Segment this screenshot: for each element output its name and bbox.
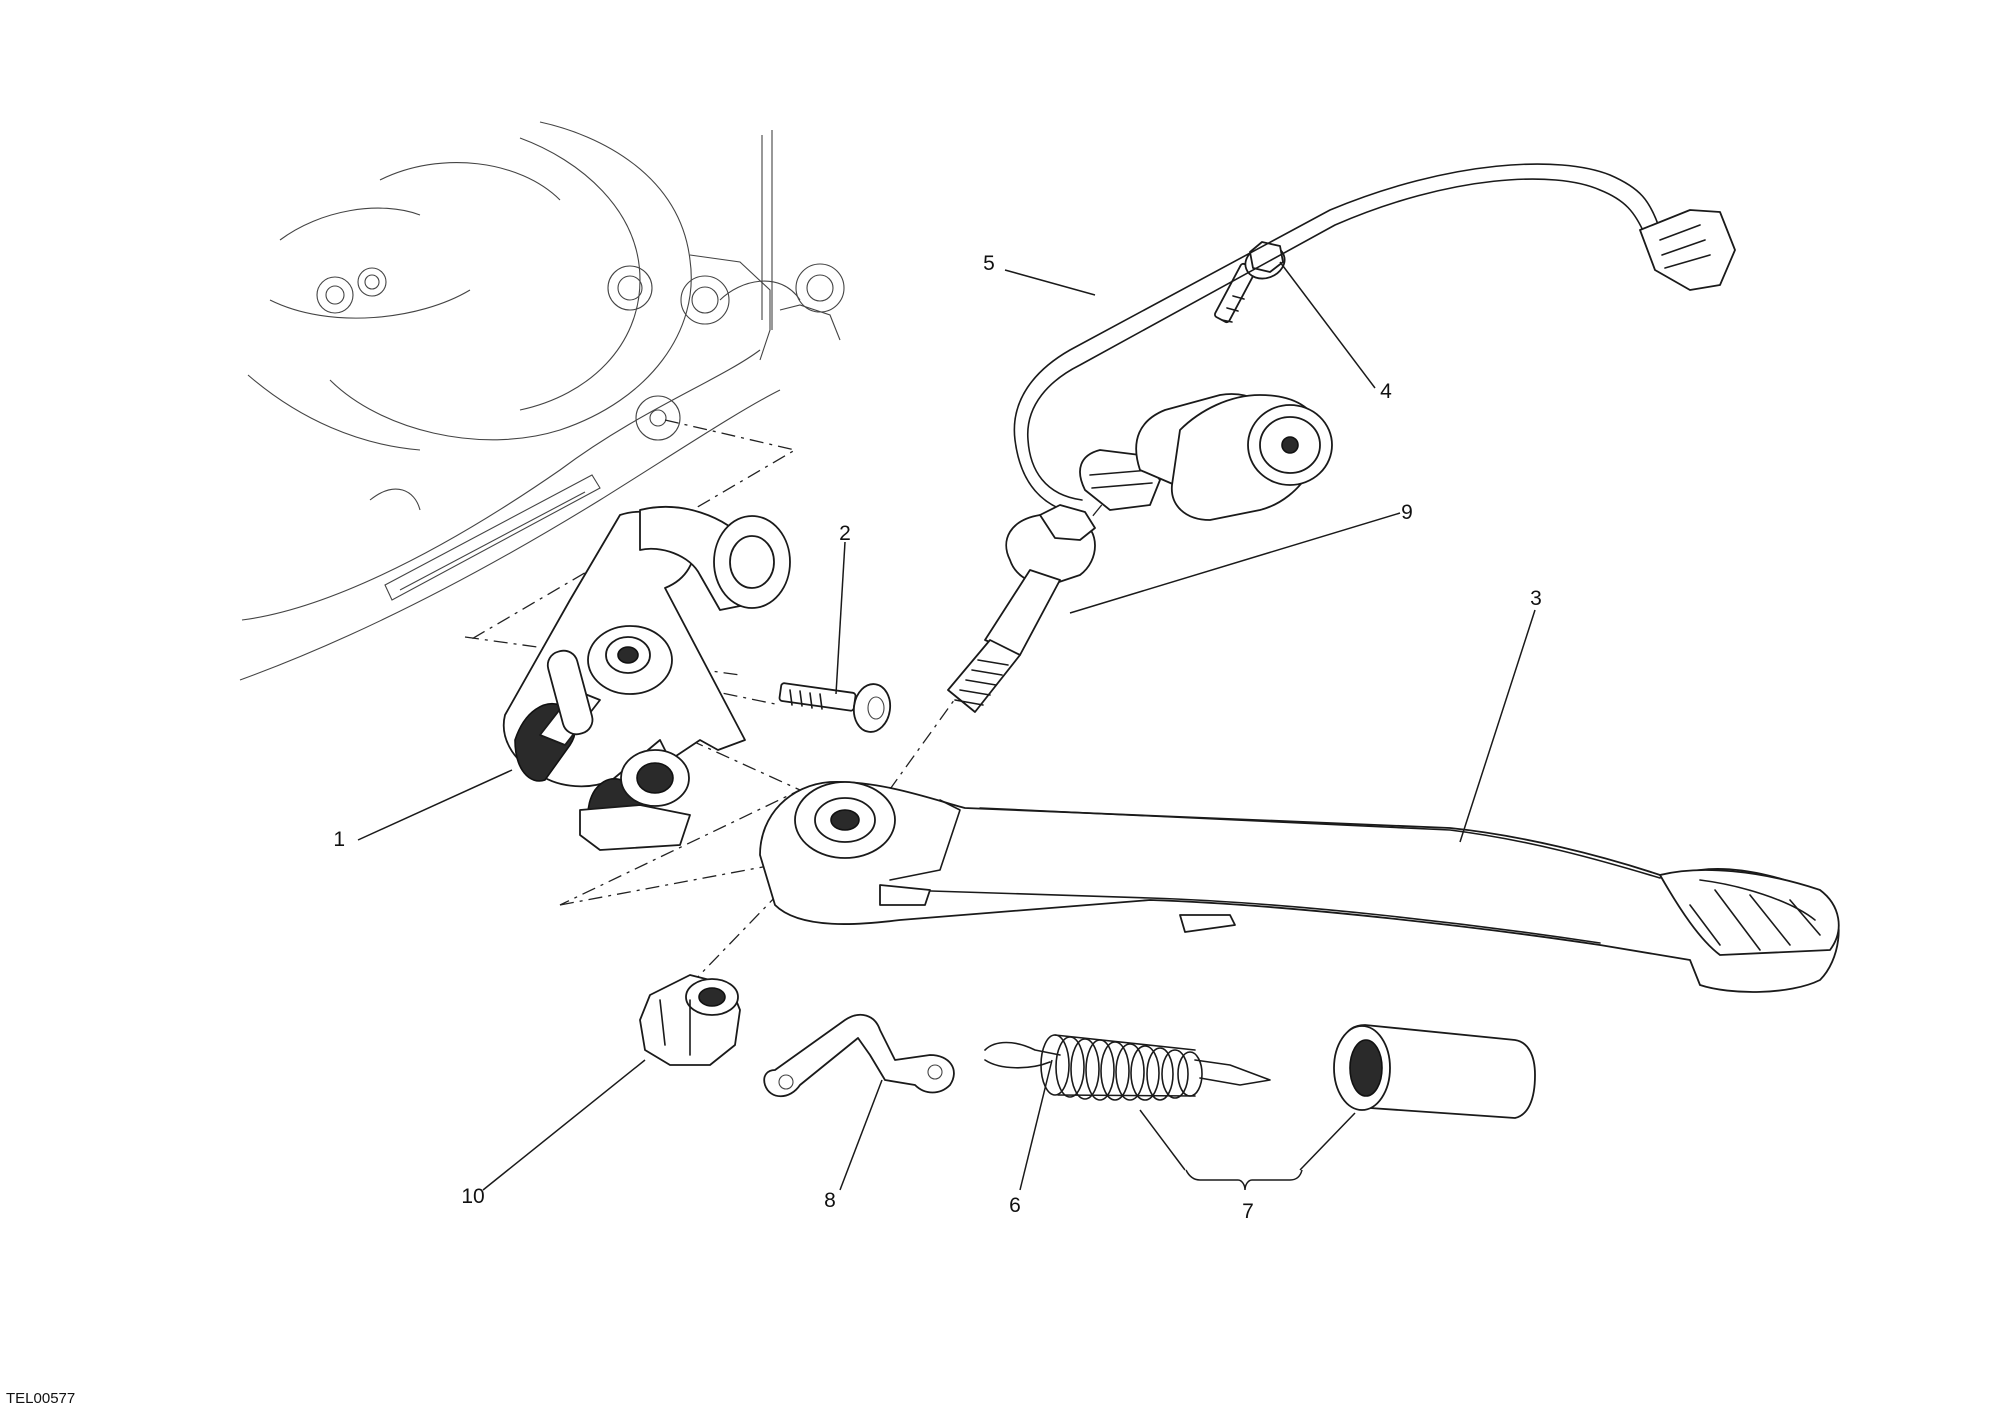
callout-7: 7 xyxy=(1242,1200,1254,1223)
pivot-bolt xyxy=(947,504,1096,713)
drawing-code: TEL00577 xyxy=(6,1390,75,1407)
leader-lines xyxy=(357,261,1536,1191)
callout-10: 10 xyxy=(461,1185,484,1208)
callout-3: 3 xyxy=(1530,587,1542,610)
callout-8: 8 xyxy=(824,1189,836,1212)
side-stand-switch-cable xyxy=(1013,163,1736,521)
callout-2: 2 xyxy=(839,522,851,545)
side-stand xyxy=(759,781,1840,993)
side-stand-bracket xyxy=(502,506,791,851)
callout-6: 6 xyxy=(1009,1194,1021,1217)
callout-1: 1 xyxy=(333,828,345,851)
callout-9: 9 xyxy=(1401,501,1413,524)
callout-4: 4 xyxy=(1380,380,1392,403)
callout-labels: 1 2 3 4 5 6 7 8 9 10 xyxy=(333,252,1542,1223)
spring-assembly xyxy=(984,1024,1536,1119)
callout-5: 5 xyxy=(983,252,995,275)
engine-casing xyxy=(239,121,845,681)
spacer-sleeve xyxy=(1333,1024,1536,1119)
spring-plate xyxy=(763,1013,955,1098)
coil-spring xyxy=(1040,1034,1203,1101)
socket-head-screw xyxy=(778,682,892,733)
hex-nut xyxy=(639,974,741,1066)
flange-bolt xyxy=(1214,241,1286,324)
